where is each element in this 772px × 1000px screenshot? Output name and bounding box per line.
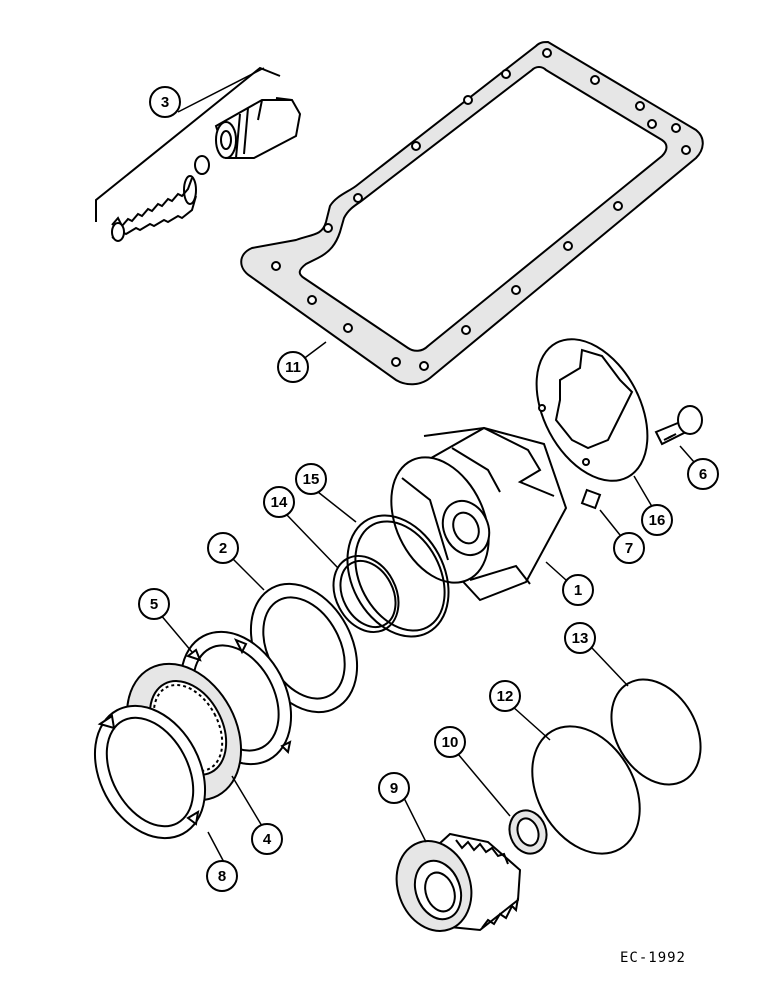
relief-valve-o-ring — [194, 155, 210, 175]
callout-13: 13 — [564, 622, 596, 654]
part-15-seal-ring — [346, 514, 450, 638]
part-12-seal-ring — [531, 725, 641, 855]
svg-text:6: 6 — [699, 466, 707, 483]
svg-text:5: 5 — [150, 596, 158, 613]
relief-valve-spring — [111, 175, 197, 242]
part-3-relief-valve-assembly — [95, 66, 302, 242]
gasket-bolt-holes — [271, 48, 691, 371]
svg-text:11: 11 — [285, 359, 301, 376]
callout-12: 12 — [489, 680, 521, 712]
part-1-clutch-housing — [390, 426, 568, 602]
svg-text:16: 16 — [649, 512, 666, 529]
part-10-thrust-washer — [508, 809, 548, 855]
part-8-outer-plate — [93, 704, 207, 840]
callout-5: 5 — [138, 588, 170, 620]
part-16-plate — [535, 338, 649, 482]
svg-text:15: 15 — [303, 471, 320, 488]
part-2-steel-plate — [249, 582, 359, 714]
part-7-square-nut — [580, 488, 602, 510]
callout-16: 16 — [641, 504, 673, 536]
callout-11: 11 — [277, 351, 309, 383]
svg-text:7: 7 — [625, 540, 633, 557]
part-3-bracket — [95, 66, 281, 222]
callout-1: 1 — [562, 574, 594, 606]
part-14-seal-ring — [332, 554, 400, 634]
part-9-gear — [395, 832, 522, 932]
svg-text:9: 9 — [390, 780, 398, 797]
svg-text:12: 12 — [497, 688, 514, 705]
callout-2: 2 — [207, 532, 239, 564]
callout-8: 8 — [206, 860, 238, 892]
svg-text:10: 10 — [442, 734, 459, 751]
callout-14: 14 — [263, 486, 295, 518]
callout-3: 3 — [149, 86, 181, 118]
svg-text:8: 8 — [218, 868, 226, 885]
svg-text:13: 13 — [572, 630, 589, 647]
callout-6: 6 — [687, 458, 719, 490]
part-13-seal-ring — [610, 678, 702, 786]
svg-text:14: 14 — [271, 494, 288, 511]
svg-text:4: 4 — [263, 831, 272, 848]
callout-10: 10 — [434, 726, 466, 758]
callout-9: 9 — [378, 772, 410, 804]
svg-text:3: 3 — [161, 94, 169, 111]
part-6-bolt — [654, 405, 703, 446]
relief-valve-plug — [214, 97, 302, 159]
reference-code: EC-1992 — [620, 950, 686, 966]
callout-7: 7 — [613, 532, 645, 564]
part-11-gasket — [240, 40, 704, 386]
svg-text:1: 1 — [574, 582, 582, 599]
callout-15: 15 — [295, 463, 327, 495]
svg-text:2: 2 — [219, 540, 227, 557]
callout-4: 4 — [251, 823, 283, 855]
